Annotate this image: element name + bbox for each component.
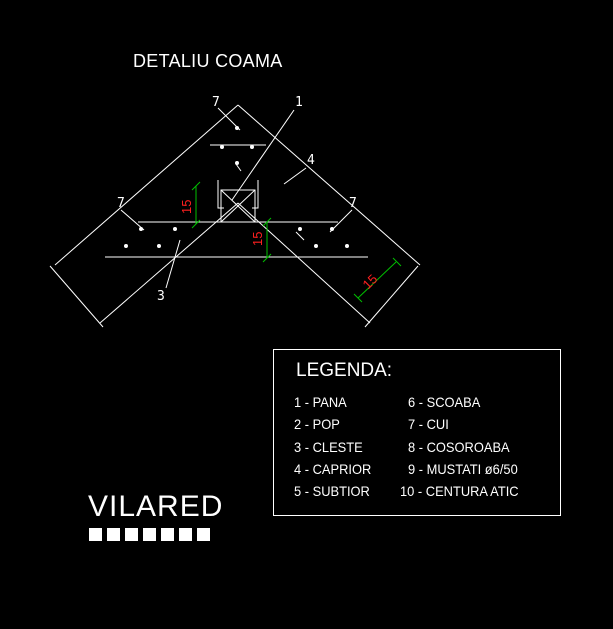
- brand-square: [179, 528, 192, 541]
- brand-square: [143, 528, 156, 541]
- legend-item: 7 - CUI: [408, 416, 449, 432]
- right-rafter-top-edge: [237, 104, 421, 266]
- callout-7-left: 7: [117, 196, 125, 211]
- dimension-tick: [392, 257, 402, 267]
- nail-markers: [124, 126, 349, 248]
- callout-7-right: 7: [349, 196, 357, 211]
- legend-title: LEGENDA:: [296, 360, 393, 381]
- callout-1: 1: [295, 95, 303, 110]
- nail-marker: [298, 227, 302, 231]
- brand-square: [161, 528, 174, 541]
- nail-marker: [345, 244, 349, 248]
- right-rafter-bottom-edge: [237, 202, 371, 324]
- left-rafter-bottom-edge: [99, 202, 239, 324]
- legend-item: 4 - CAPRIOR: [294, 461, 372, 477]
- drawing-title: DETALIU COAMA: [133, 51, 283, 71]
- legend-item: 10 - CENTURA ATIC: [400, 483, 519, 499]
- tick-1: [295, 231, 305, 241]
- nail-marker: [235, 161, 239, 165]
- brand-square: [197, 528, 210, 541]
- callout-7-top: 7: [212, 95, 220, 110]
- dimension-lines: [191, 181, 402, 303]
- nail-marker: [250, 145, 254, 149]
- dimension-label-1: 15: [179, 200, 194, 214]
- leader-1: [231, 109, 295, 201]
- legend-item: 8 - COSOROABA: [408, 439, 510, 455]
- dimension-tick: [262, 253, 272, 263]
- leader-3: [165, 239, 181, 289]
- nail-marker: [157, 244, 161, 248]
- leader-7-left: [120, 209, 145, 231]
- nail-marker: [314, 244, 318, 248]
- legend-item: 5 - SUBTIOR: [294, 483, 370, 499]
- left-break-mark: [49, 265, 104, 328]
- left-clamp: [217, 180, 224, 209]
- dimension-label-2: 15: [250, 232, 265, 246]
- dimension-tick: [353, 293, 363, 303]
- dimension-label-3: 15: [360, 271, 381, 292]
- ridge-purlin: [220, 189, 256, 223]
- brand-square: [107, 528, 120, 541]
- nail-marker: [139, 227, 143, 231]
- dimension-line-3: [357, 261, 397, 299]
- legend-item: 6 - SCOABA: [408, 394, 481, 410]
- brand-square: [89, 528, 102, 541]
- dimension-tick: [191, 219, 201, 229]
- purlin-cross-2: [220, 189, 256, 223]
- nail-marker: [173, 227, 177, 231]
- brand-square: [125, 528, 138, 541]
- tick-2: [235, 163, 242, 172]
- legend-box: [273, 349, 561, 516]
- right-break-mark: [364, 265, 419, 328]
- legend-item: 1 - PANA: [294, 394, 347, 410]
- brand-squares: [89, 528, 210, 541]
- legend-item: 2 - POP: [294, 416, 340, 432]
- leader-4: [283, 167, 307, 185]
- legend-item: 9 - MUSTATI ø6/50: [408, 461, 518, 477]
- nail-marker: [235, 126, 239, 130]
- left-rafter-top-edge: [54, 104, 239, 266]
- dimension-tick: [262, 217, 272, 227]
- nail-marker: [330, 227, 334, 231]
- callout-3: 3: [157, 289, 165, 304]
- brand-logo-text: VILARED: [88, 490, 224, 523]
- dimension-tick: [191, 181, 201, 191]
- callout-4: 4: [307, 153, 315, 168]
- right-clamp: [252, 180, 259, 209]
- nail-marker: [220, 145, 224, 149]
- legend-item: 3 - CLESTE: [294, 439, 363, 455]
- nail-marker: [124, 244, 128, 248]
